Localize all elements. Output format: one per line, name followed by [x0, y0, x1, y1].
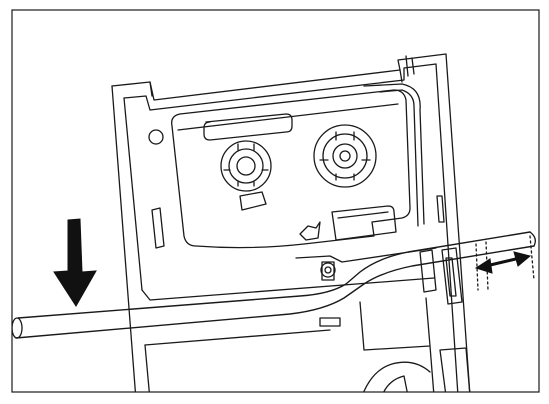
rod [12, 231, 536, 339]
guide-clamp [419, 235, 535, 305]
outer-border [11, 9, 540, 393]
left-spool-icon [220, 140, 272, 211]
right-spool-icon [313, 124, 377, 188]
tape-cassette [171, 83, 437, 281]
device-housing [111, 53, 471, 392]
double-headed-arrow-icon [474, 251, 532, 274]
down-arrow-icon [53, 218, 97, 307]
